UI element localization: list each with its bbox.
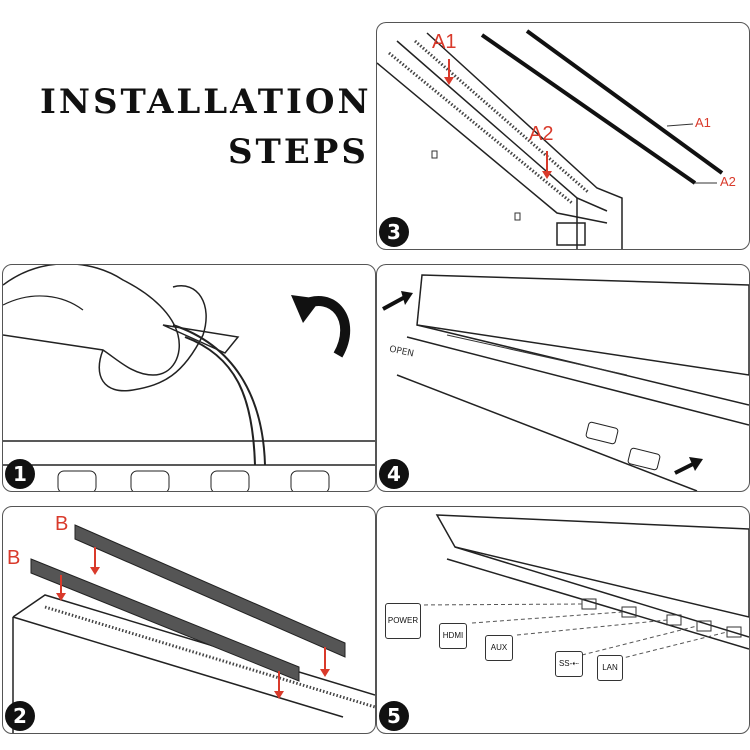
- step-5-illustration: [416, 514, 749, 660]
- step-3-badge: 3: [379, 217, 409, 247]
- title-line-1: INSTALLATION: [40, 82, 372, 122]
- label-a1-side: A1: [695, 115, 711, 130]
- step-2-badge: 2: [5, 701, 35, 731]
- step-2-illustration: [12, 524, 375, 733]
- port-cover-hdmi: HDMI: [439, 623, 467, 649]
- label-a2-side: A2: [720, 174, 736, 189]
- step-4-illustration: [382, 274, 749, 491]
- label-b-upper: B: [55, 513, 69, 535]
- title-line-2: STEPS: [228, 132, 369, 172]
- step-3-illustration: [377, 29, 724, 249]
- step-1-badge: 1: [5, 459, 35, 489]
- port-cover-power: POWER: [385, 603, 421, 639]
- step-5-panel: POWER HDMI AUX SS-⇠ LAN 5: [376, 506, 750, 734]
- label-b-lower: B: [7, 547, 21, 569]
- port-cover-aux: AUX: [485, 635, 513, 661]
- step-4-panel: OPEN 4: [376, 264, 750, 492]
- step-1-illustration: [3, 265, 375, 491]
- step-4-badge: 4: [379, 459, 409, 489]
- step-3-panel: A1 A2 A1 A2 3: [376, 22, 750, 250]
- step-2-panel: B B 2: [2, 506, 376, 734]
- step-1-panel: 1: [2, 264, 376, 492]
- port-cover-lan: LAN: [597, 655, 623, 681]
- label-a1-top: A1: [432, 31, 457, 53]
- port-cover-usb: SS-⇠: [555, 651, 583, 677]
- label-a2-mid: A2: [529, 123, 554, 145]
- step-5-badge: 5: [379, 701, 409, 731]
